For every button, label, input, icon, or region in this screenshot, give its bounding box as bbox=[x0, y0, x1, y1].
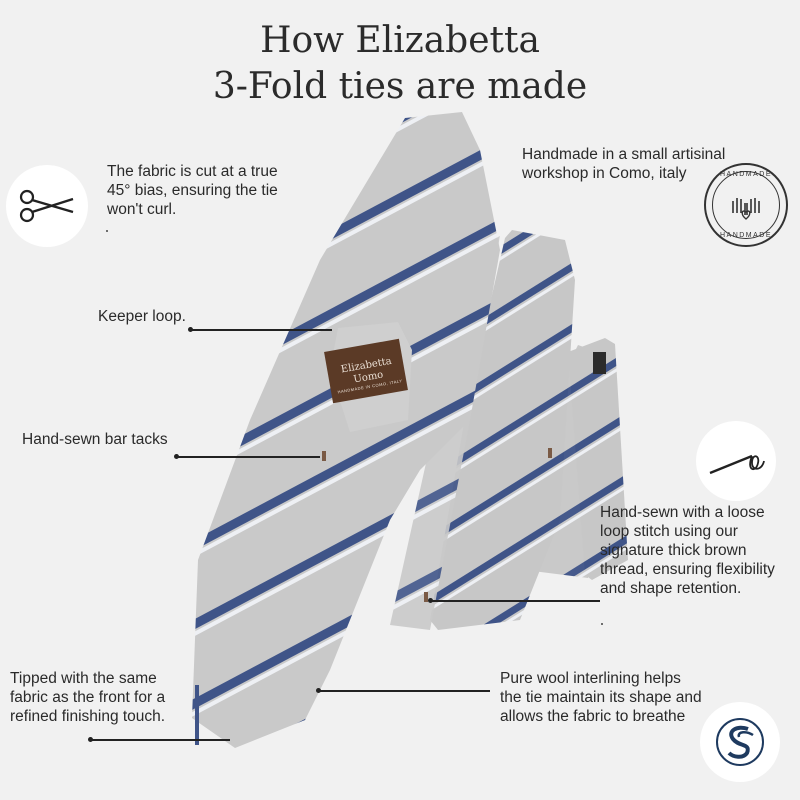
caption-dot bbox=[106, 230, 108, 232]
handmade-stamp-text-top: HANDMADE bbox=[719, 171, 773, 178]
caption-keeper-loop: Keeper loop. bbox=[98, 308, 186, 325]
interlining-pointer bbox=[316, 688, 490, 693]
handmade-stamp-text-bottom: HANDMADE bbox=[719, 232, 773, 239]
keeper-loop-pointer bbox=[188, 327, 332, 332]
title-line-2: 3-Fold ties are made bbox=[212, 66, 588, 107]
caption-tipped: Tipped with the same fabric as the front… bbox=[10, 670, 166, 725]
title-line-1: How Elizabetta bbox=[260, 20, 540, 61]
caption-bar-tacks: Hand-sewn bar tacks bbox=[22, 431, 168, 448]
page-title: How Elizabetta 3-Fold ties are made bbox=[0, 18, 800, 110]
tipped-pointer bbox=[88, 737, 230, 742]
bar-tacks-pointer bbox=[174, 454, 320, 459]
caption-handmade: Handmade in a small artisinal workshop i… bbox=[522, 146, 726, 182]
size-tag bbox=[593, 352, 606, 374]
brand-label bbox=[324, 338, 408, 404]
scissors-icon bbox=[6, 165, 88, 247]
loop-stitch-pointer bbox=[428, 598, 600, 603]
caption-interlining: Pure wool interlining helps the tie main… bbox=[500, 670, 702, 725]
caption-bias-cut: The fabric is cut at a true 45° bias, en… bbox=[107, 163, 278, 218]
handmade-hands-stamp-icon: HANDMADE HANDMADE bbox=[704, 163, 788, 247]
needle-thread-icon bbox=[696, 421, 776, 501]
caption-loop-stitch: Hand-sewn with a loose loop stitch using… bbox=[600, 504, 775, 597]
brand-s-logo-icon bbox=[700, 702, 780, 782]
caption-dot bbox=[601, 623, 603, 625]
